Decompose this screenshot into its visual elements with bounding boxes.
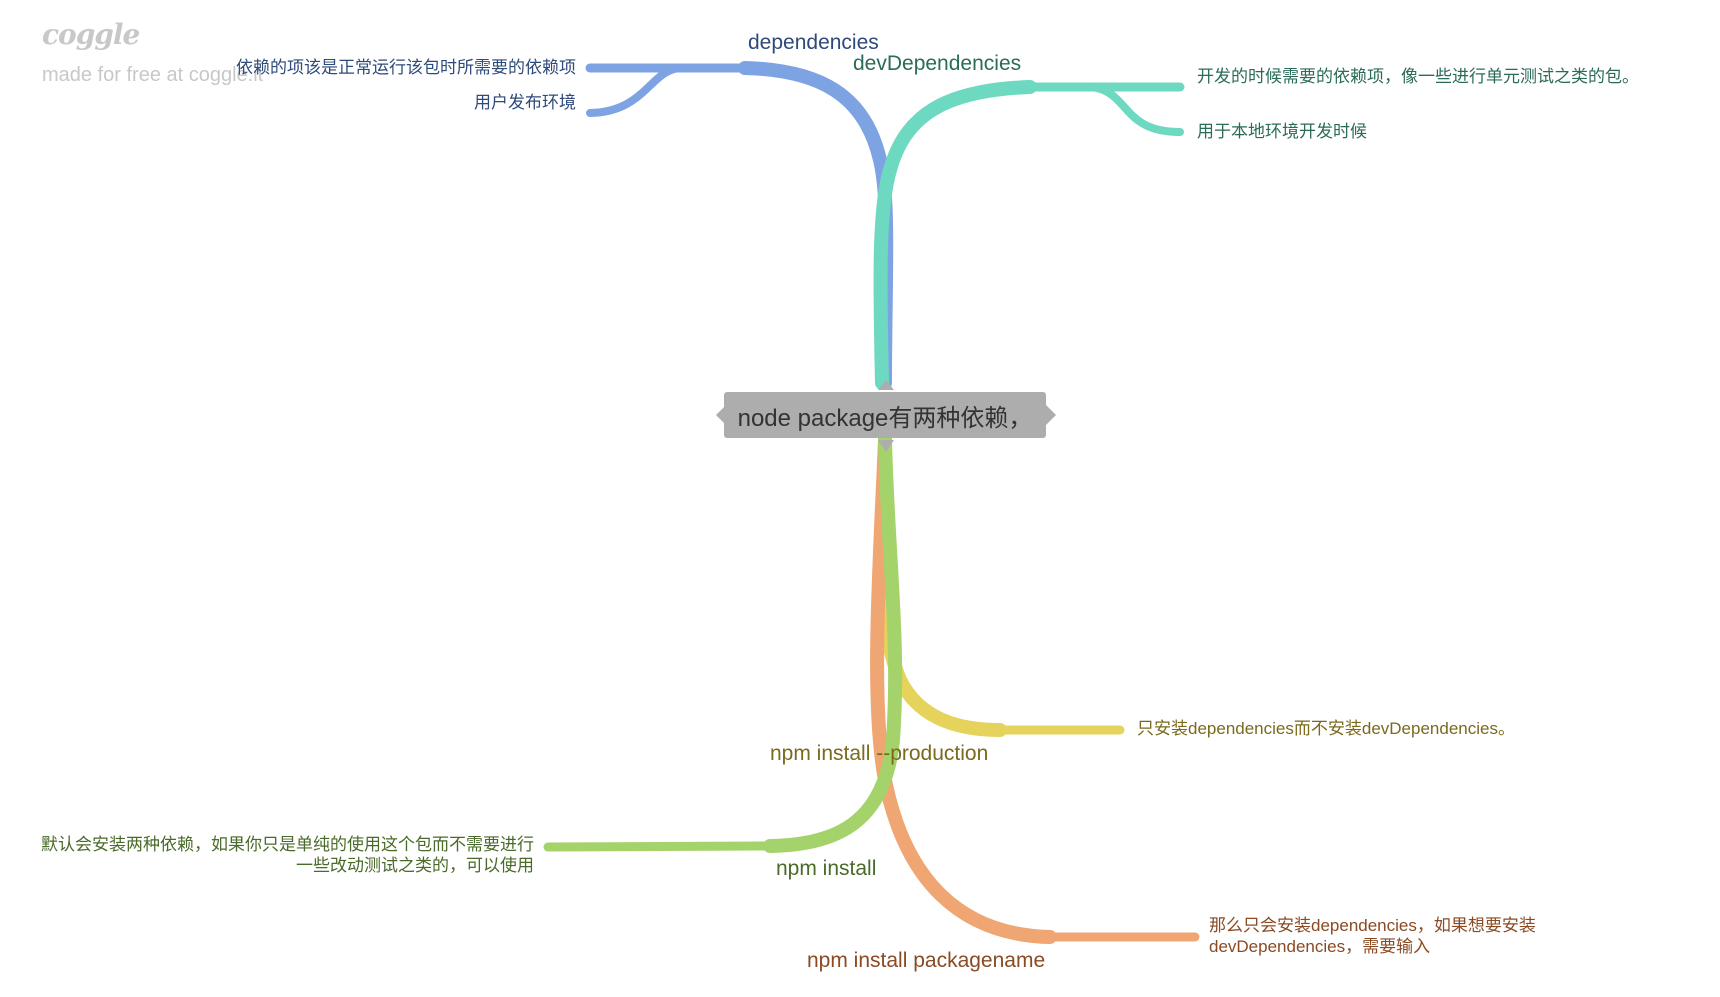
npm-install-production-child-1[interactable]: 只安装dependencies而不安装devDependencies。 <box>1137 719 1515 738</box>
branch-npm-install-production-lines <box>874 433 1125 737</box>
root-connectors <box>716 380 1056 452</box>
coggle-logo: coggle <box>42 18 140 51</box>
branch-devdependencies-lines <box>873 80 1185 390</box>
root-node-label: node package有两种依赖， <box>737 404 1033 432</box>
branch-devdependencies-label[interactable]: devDependencies <box>853 52 1022 75</box>
branch-npm-install-packagename-label[interactable]: npm install packagename <box>807 949 1046 972</box>
npm-install-packagename-child-1[interactable]: 那么只会安装dependencies，如果想要安装devDependencies… <box>1209 916 1536 956</box>
branch-dependencies-label[interactable]: dependencies <box>748 31 879 54</box>
branch-npm-install-production-label[interactable]: npm install --production <box>770 742 989 765</box>
branch-npm-install-label[interactable]: npm install <box>776 857 877 880</box>
devdependencies-child-2[interactable]: 用于本地环境开发时候 <box>1197 122 1367 141</box>
dependencies-child-2[interactable]: 用户发布环境 <box>474 93 576 112</box>
devdependencies-child-1[interactable]: 开发的时候需要的依赖项，像一些进行单元测试之类的包。 <box>1197 67 1639 86</box>
npm-install-child-1[interactable]: 默认会安装两种依赖，如果你只是单纯的使用这个包而不需要进行一些改动测试之类的，可… <box>41 835 534 875</box>
coggle-watermark-text: made for free at coggle.it <box>42 64 264 86</box>
branch-npm-install-packagename-lines <box>870 433 1200 944</box>
dependencies-child-1[interactable]: 依赖的项该是正常运行该包时所需要的依赖项 <box>236 58 576 77</box>
branch-dependencies-lines <box>585 61 894 390</box>
root-node[interactable]: node package有两种依赖， <box>724 392 1046 438</box>
branch-npm-install-lines <box>543 433 903 853</box>
